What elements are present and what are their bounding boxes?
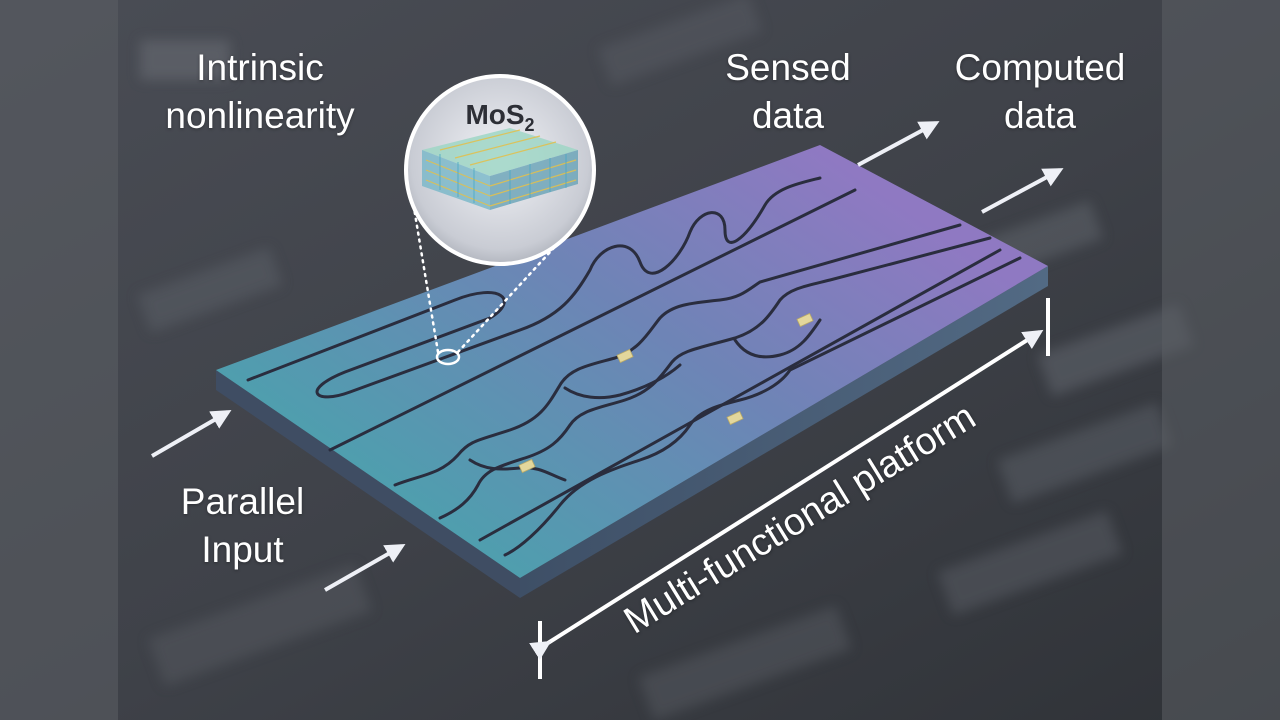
magnifier-circle-icon: MoS2 [404, 74, 596, 266]
dimension-arrow-icon [529, 298, 1050, 679]
mos2-label: MoS2 [465, 99, 534, 135]
input-arrow-icon [150, 409, 232, 458]
output-arrow-icon [857, 121, 940, 167]
modulator-2 [796, 312, 814, 328]
waveguide-2 [328, 188, 857, 452]
output-arrow-icon [981, 168, 1064, 214]
input-arrow-icon [324, 544, 406, 592]
waveguide-1 [246, 176, 822, 399]
mos2-subscript: 2 [525, 115, 535, 135]
zoom-target-marker [435, 348, 461, 366]
right-vignette [1162, 0, 1280, 720]
zoom-leader-left [406, 170, 440, 354]
left-vignette [0, 0, 118, 720]
chip-front-edge [216, 370, 520, 598]
zoom-leader-right [456, 223, 577, 354]
mos2-main: MoS [465, 99, 524, 130]
